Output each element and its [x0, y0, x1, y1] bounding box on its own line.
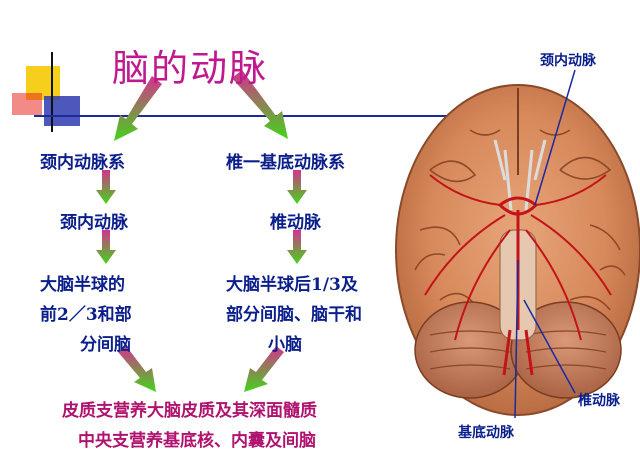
node-left-artery: 颈内动脉: [60, 213, 128, 233]
arrow-title-to-right: [232, 70, 288, 139]
page-title: 脑的动脉: [112, 47, 268, 90]
arrow-left-to-summary: [118, 346, 156, 392]
deco-red-square: [12, 93, 42, 115]
leader-carotid: [534, 69, 576, 206]
deco-blue-square: [44, 96, 80, 126]
arrow-title-to-left: [114, 76, 162, 141]
node-left-supply-1: 大脑半球的: [40, 275, 125, 295]
arrow-right-to-summary: [244, 346, 284, 392]
node-right-system: 椎一基底动脉系: [226, 153, 345, 173]
label-vertebral: 椎动脉: [578, 393, 620, 409]
node-right-supply-1: 大脑半球后1/3及: [226, 275, 358, 295]
node-right-artery: 椎动脉: [270, 213, 321, 233]
node-left-supply-3: 分间脑: [80, 335, 131, 355]
summary-central-branches: 中央支营养基底核、内囊及间脑: [78, 431, 316, 451]
brain-illustration: [395, 69, 640, 419]
leader-vertebral: [523, 299, 576, 394]
arrow-left-1: [96, 170, 116, 204]
node-left-system: 颈内动脉系: [40, 153, 125, 173]
corner-decoration: [12, 52, 470, 132]
node-right-supply-2: 部分间脑、脑干和: [226, 305, 362, 325]
watermark: 头条 @医学小侦探: [486, 447, 603, 463]
label-basilar: 基底动脉: [458, 425, 514, 441]
arrow-left-2: [96, 230, 116, 264]
arrow-right-1: [287, 170, 307, 204]
leader-basilar: [514, 259, 519, 419]
flow-arrows: [96, 70, 307, 392]
arrow-right-2: [287, 230, 307, 264]
label-internal-carotid: 颈内动脉: [540, 53, 596, 69]
node-left-supply-2: 前2／3和部: [40, 305, 132, 325]
cerebral-arteries: [424, 174, 612, 341]
node-right-supply-3: 小脑: [268, 335, 302, 355]
optic-nerves: [493, 139, 547, 211]
summary-cortical-branches: 皮质支营养大脑皮质及其深面髓质: [62, 401, 317, 421]
